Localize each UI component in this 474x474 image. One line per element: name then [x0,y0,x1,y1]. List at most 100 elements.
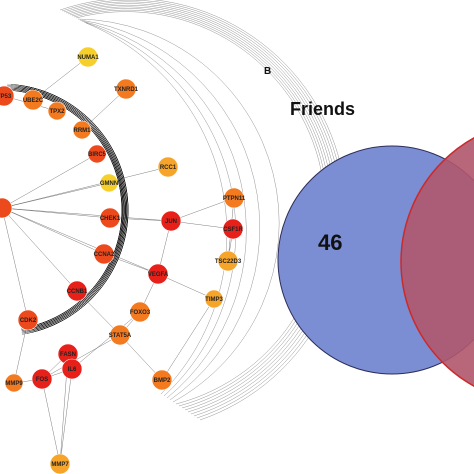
network-node-label: FOS [36,377,48,383]
network-node: FOXO3 [129,301,151,323]
network-node-circle [22,89,44,111]
network-node-circle [4,373,24,393]
network-node: MMP7 [49,453,71,474]
network-node-circle [147,263,169,285]
network-node-label: MMP7 [51,462,69,468]
network-node-circle [93,243,115,265]
network-edge [6,88,124,326]
network-edge [41,378,61,465]
network-node-label: TIMP3 [205,297,223,303]
network-node-label: BMP2 [154,378,171,384]
network-node: RCC1 [157,156,179,178]
network-node-label: BIRC5 [88,152,107,158]
network-node-label: CHEK1 [100,216,121,222]
network-node-circle [31,368,53,390]
network-node: JUN [160,210,182,232]
network-node: GMNN [99,173,119,193]
network-edge [73,9,329,407]
network-node-label: FASN [60,352,76,358]
network-edge [1,207,159,275]
network-node: CDK2 [17,309,39,331]
network-edge [85,22,228,395]
network-edge [7,85,127,331]
network-edge [1,166,169,209]
network-node-circle [17,309,39,331]
network-edge [170,220,234,230]
network-edge [161,298,215,381]
network-edge [83,21,236,397]
network-node-circle [66,280,88,302]
network-node-label: PTPN11 [223,196,246,202]
network-edge [21,90,124,330]
network-node-circle [0,197,13,219]
network-node-label: FOXO3 [130,310,151,316]
network-edge [13,319,29,384]
network-node: PTPN11 [223,187,246,209]
network-node-circle [99,207,121,229]
network-edge [41,334,121,380]
network-node-label: JUN [165,219,177,225]
network-node: CCNB1 [66,280,88,302]
network-node-label: GMNN [100,181,118,187]
network-node: CHEK1 [99,207,121,229]
network-node-circle [61,358,83,380]
panel-b-venn: B Friends 46 [264,66,474,387]
network-node-label: CCNB1 [67,289,88,295]
network-node-label: MMP9 [5,381,23,387]
network-node-label: TPX2 [49,109,65,115]
network-edge [81,20,247,399]
network-node-label: NUMA1 [77,55,99,61]
network-node-label: STAT5A [109,333,132,339]
network-nodes: NUMA1TXNRD1TP53UBE2CTPX2RRM1BIRC5RCC1GMN… [0,46,246,474]
network-node-label: TSC22D3 [215,259,242,265]
network-node-circle [157,156,179,178]
network-node-label: CDK2 [20,318,37,324]
network-edge [75,11,326,405]
network-node: TPX2 [47,101,67,121]
network-edge [1,207,111,219]
network-edge [6,89,123,328]
network-node-label: RRM1 [73,128,91,134]
network-edge [1,153,98,209]
network-node: CSF1R [222,218,244,240]
network-node: NUMA1 [77,46,99,68]
network-edge [63,1,342,417]
network-node-circle [109,324,131,346]
network-node-circle [160,210,182,232]
panel-a-network: NUMA1TXNRD1TP53UBE2CTPX2RRM1BIRC5RCC1GMN… [0,0,347,474]
network-edge [14,88,125,331]
network-edge [1,207,78,292]
network-node: VEGFA [147,263,169,285]
network-node-circle [223,187,245,209]
network-node-label: RCC1 [160,165,177,171]
network-node: TIMP3 [204,289,223,309]
network-edge [59,0,347,421]
network-node-label: CCNA2 [94,252,115,258]
network-edge [77,18,280,403]
network-node-circle [0,85,15,107]
network-edge [1,182,110,209]
network-node: IL6 [61,358,83,380]
network-node: MMP9 [4,373,24,393]
network-node: BIRC5 [87,144,107,164]
network-edge [1,207,29,321]
network-edge [170,197,235,222]
network-edge [1,207,105,255]
network-node-circle [151,369,173,391]
network-edge [6,89,123,326]
network-node: TSC22D3 [215,250,242,272]
network-node-label: TXNRD1 [114,87,139,93]
network-edge [67,4,337,413]
network-node: TP53 [0,85,15,107]
network-edge [71,8,331,409]
network-node-circle [217,250,239,272]
network-node-circle [115,78,137,100]
network-node-circle [222,218,244,240]
network-node: RRM1 [72,120,92,140]
network-node: TXNRD1 [114,78,139,100]
panel-b-letter: B [264,66,271,77]
network-node-label: IL6 [68,367,77,373]
network-edge [69,6,334,411]
network-node-circle [72,120,92,140]
network-node-label: TP53 [0,94,12,100]
